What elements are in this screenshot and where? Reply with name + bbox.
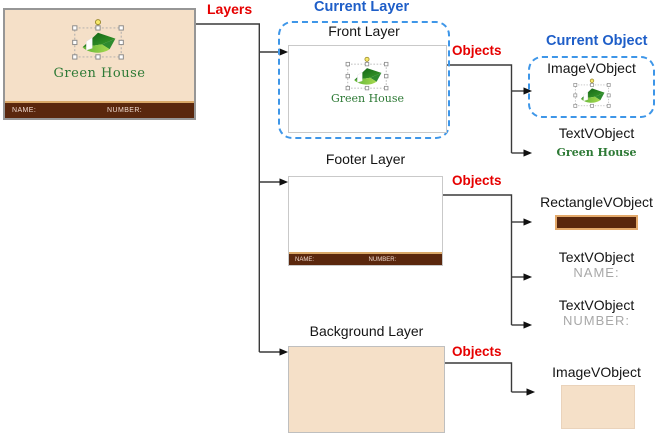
card-number-label: NUMBER: bbox=[107, 107, 143, 114]
front-image-object-type: ImageVObject bbox=[547, 60, 636, 76]
footer-layer-thumbnail: NAME: NUMBER: bbox=[288, 176, 443, 266]
background-layer-title: Background Layer bbox=[309, 323, 424, 339]
objects-annotation-footer: Objects bbox=[452, 173, 502, 188]
front-layer-title: Front Layer bbox=[328, 23, 400, 39]
front-layer-brand-text: Green House bbox=[330, 92, 405, 105]
green-house-logo-selected-icon bbox=[69, 18, 127, 63]
background-image-object-type: ImageVObject bbox=[552, 364, 641, 380]
footer-number-label: NUMBER: bbox=[368, 257, 397, 263]
background-layer-thumbnail bbox=[288, 346, 445, 433]
card-footer-bar: NAME: NUMBER: bbox=[5, 101, 194, 118]
current-layer-annotation: Current Layer bbox=[314, 0, 410, 15]
footer-thumbnail-bar: NAME: NUMBER: bbox=[289, 252, 442, 265]
footer-rect-object-swatch bbox=[555, 215, 638, 230]
footer-rect-object-type: RectangleVObject bbox=[540, 194, 653, 210]
footer-name-label: NAME: bbox=[295, 257, 315, 263]
green-house-logo-selected-icon bbox=[571, 78, 613, 110]
card-brand-text: Green House bbox=[53, 66, 146, 81]
current-object-highlight-box bbox=[528, 56, 655, 118]
footer-number-object-value: NUMBER: bbox=[563, 313, 630, 328]
green-house-logo-selected-icon bbox=[343, 56, 391, 93]
footer-name-object-type: TextVObject bbox=[558, 249, 635, 265]
footer-layer-title: Footer Layer bbox=[325, 151, 406, 167]
front-text-object-type: TextVObject bbox=[558, 125, 635, 141]
footer-name-object-value: NAME: bbox=[573, 265, 620, 280]
card-name-label: NAME: bbox=[12, 107, 37, 114]
front-layer-thumbnail: Green House bbox=[288, 45, 447, 133]
objects-annotation-background: Objects bbox=[452, 344, 502, 359]
footer-number-object-type: TextVObject bbox=[558, 297, 635, 313]
current-object-annotation: Current Object bbox=[546, 33, 648, 49]
background-image-object-swatch bbox=[561, 385, 635, 429]
current-layer-highlight-box bbox=[278, 21, 450, 139]
layers-annotation: Layers bbox=[207, 1, 253, 17]
document-preview-card: Green House NAME: NUMBER: bbox=[3, 8, 196, 120]
objects-annotation-front: Objects bbox=[452, 43, 502, 58]
front-text-object-value: Green House bbox=[556, 146, 637, 159]
